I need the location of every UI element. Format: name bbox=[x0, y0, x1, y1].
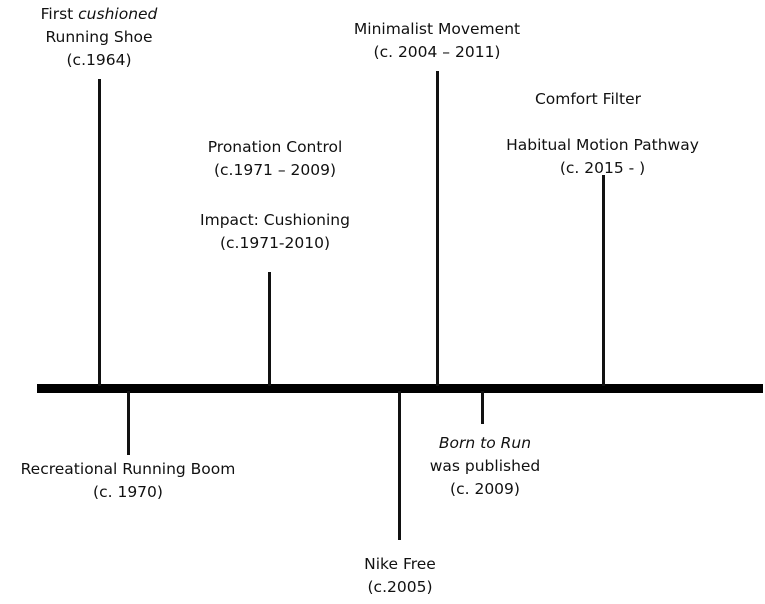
tick-nike-free bbox=[398, 391, 401, 540]
label-minimalist-date: (c. 2004 – 2011) bbox=[373, 43, 501, 61]
tick-impact-cushioning bbox=[268, 272, 271, 386]
label-impact-title: Impact: Cushioning bbox=[200, 211, 350, 229]
label-habitual-motion: Habitual Motion Pathway (c. 2015 - ) bbox=[470, 134, 735, 180]
label-habitual-date: (c. 2015 - ) bbox=[559, 159, 646, 177]
label-minimalist-movement: Minimalist Movement (c. 2004 – 2011) bbox=[322, 18, 552, 64]
label-comfort-filter: Comfort Filter bbox=[503, 88, 673, 111]
label-minimalist-title: Minimalist Movement bbox=[353, 20, 521, 38]
label-cushioned-shoe-em: cushioned bbox=[78, 5, 158, 23]
label-habitual-title: Habitual Motion Pathway bbox=[506, 136, 699, 154]
label-impact-cushioning: Impact: Cushioning (c.1971-2010) bbox=[165, 209, 385, 255]
tick-running-boom bbox=[127, 391, 130, 455]
label-running-boom-date: (c. 1970) bbox=[93, 483, 163, 501]
tick-born-to-run bbox=[481, 391, 484, 424]
label-nike-free-date: (c.2005) bbox=[367, 578, 433, 596]
label-pronation-date: (c.1971 – 2009) bbox=[213, 161, 337, 179]
label-born-to-run: Born to Run was published (c. 2009) bbox=[405, 432, 565, 501]
label-impact-date: (c.1971-2010) bbox=[219, 234, 331, 252]
tick-minimalist-movement bbox=[436, 71, 439, 386]
label-born-to-run-date: (c. 2009) bbox=[450, 480, 520, 498]
label-comfort-title: Comfort Filter bbox=[534, 90, 642, 108]
label-cushioned-shoe: First cushioned Running Shoe (c.1964) bbox=[25, 3, 173, 72]
label-cushioned-shoe-line2: Running Shoe bbox=[45, 28, 153, 46]
label-born-to-run-line2: was published bbox=[429, 457, 541, 475]
label-cushioned-shoe-line1: First cushioned bbox=[25, 3, 173, 26]
timeline-axis bbox=[37, 384, 763, 393]
label-nike-free-title: Nike Free bbox=[364, 555, 436, 573]
label-pronation-title: Pronation Control bbox=[207, 138, 343, 156]
label-running-boom: Recreational Running Boom (c. 1970) bbox=[0, 458, 256, 504]
label-running-boom-title: Recreational Running Boom bbox=[20, 460, 236, 478]
label-pronation-control: Pronation Control (c.1971 – 2009) bbox=[175, 136, 375, 182]
label-cushioned-shoe-pre: First bbox=[40, 5, 79, 23]
label-cushioned-shoe-date: (c.1964) bbox=[66, 51, 132, 69]
label-born-to-run-title: Born to Run bbox=[438, 434, 532, 452]
tick-cushioned-shoe bbox=[98, 79, 101, 386]
label-nike-free: Nike Free (c.2005) bbox=[330, 553, 470, 599]
tick-habitual-motion bbox=[602, 175, 605, 386]
